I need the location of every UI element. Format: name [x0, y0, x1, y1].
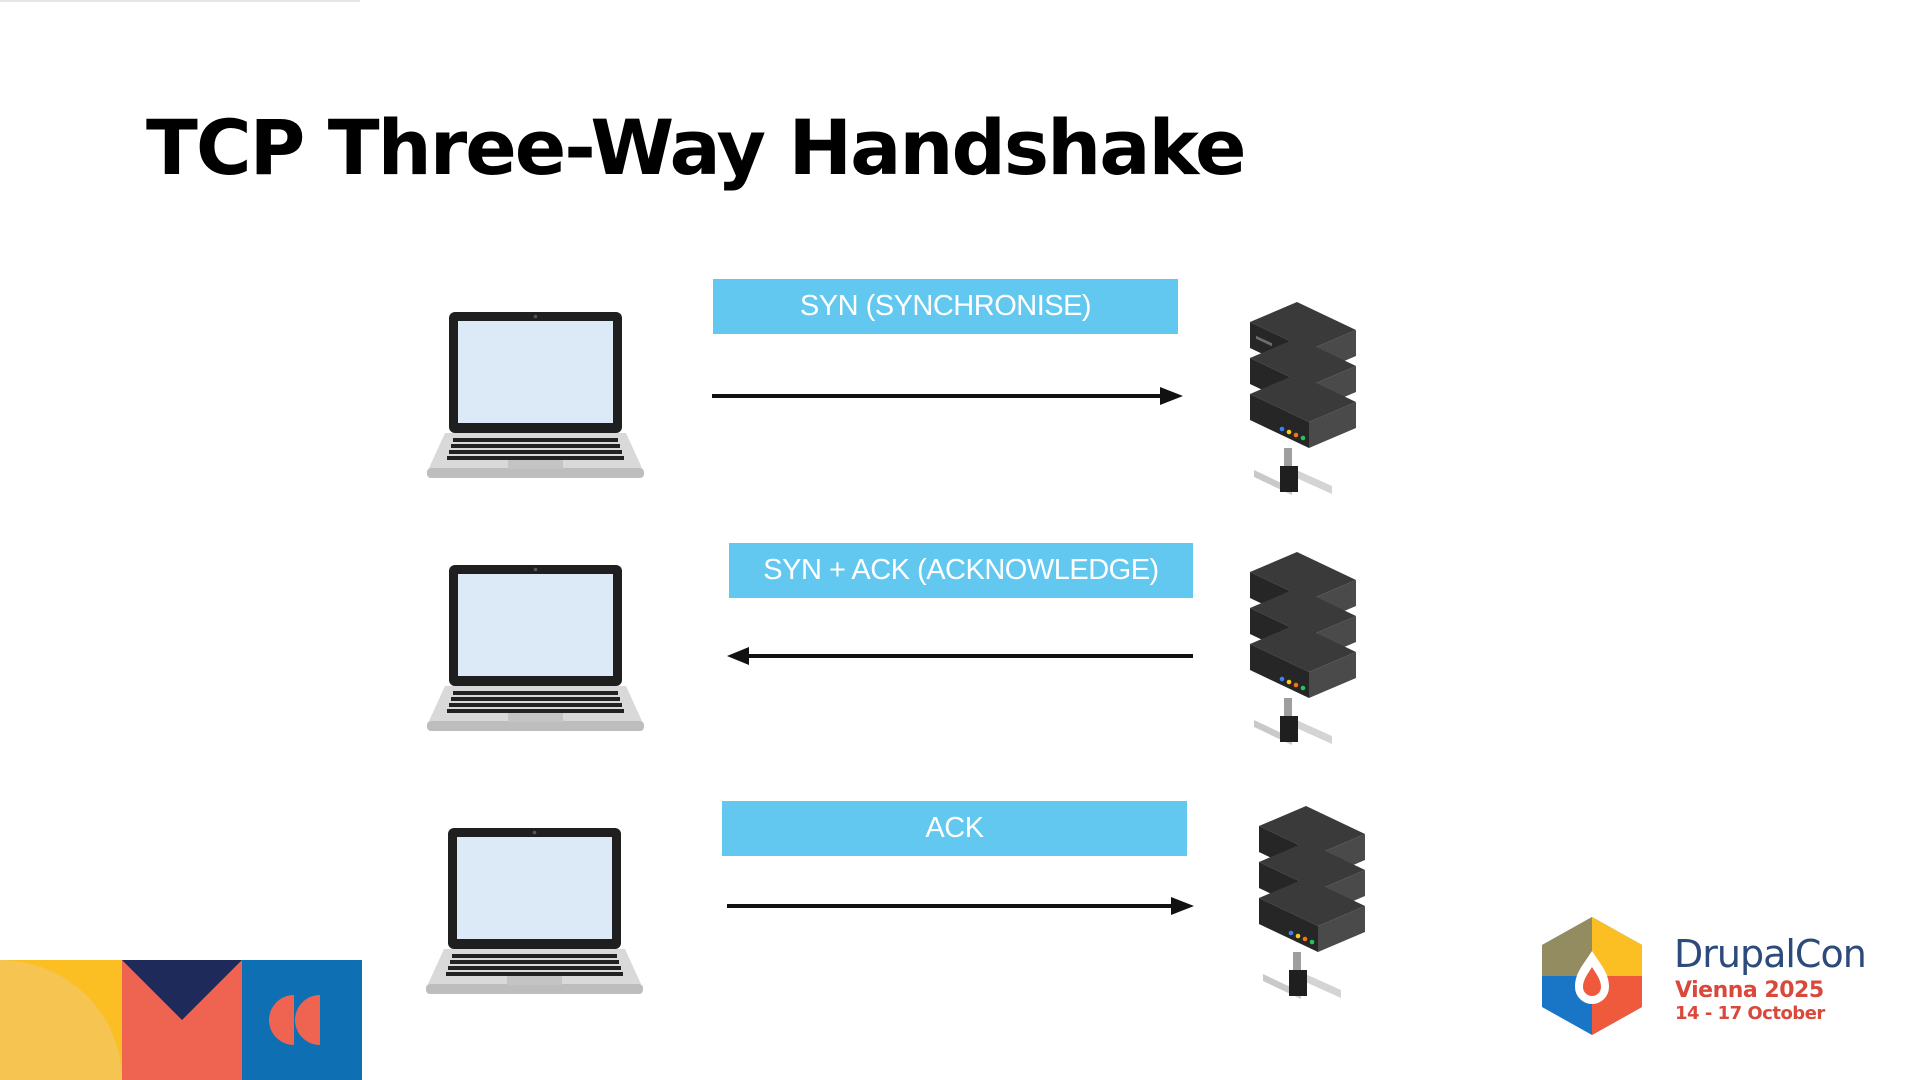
- event-dates: 14 - 17 October: [1675, 1003, 1825, 1024]
- slide-title: TCP Three-Way Handshake: [146, 103, 1247, 192]
- event-name: DrupalCon: [1674, 932, 1867, 976]
- drupalcon-logo: [1542, 917, 1642, 1035]
- server-rack-icon: [1259, 806, 1365, 999]
- laptop-icon: [427, 565, 644, 731]
- decorative-corner-shapes: [0, 960, 362, 1080]
- step-3-label: ACK: [722, 801, 1187, 856]
- server-rack-icon: [1250, 302, 1356, 495]
- arrow-right-step-3: [727, 897, 1194, 915]
- arrow-left-step-2: [727, 647, 1193, 665]
- laptop-icon: [427, 312, 644, 478]
- top-border: [0, 0, 360, 2]
- server-rack-icon: [1250, 552, 1356, 745]
- step-1-label: SYN (SYNCHRONISE): [713, 279, 1178, 334]
- arrow-right-step-1: [712, 387, 1183, 405]
- step-2-label: SYN + ACK (ACKNOWLEDGE): [729, 543, 1193, 598]
- laptop-icon: [426, 828, 643, 994]
- event-city: Vienna 2025: [1675, 978, 1824, 1003]
